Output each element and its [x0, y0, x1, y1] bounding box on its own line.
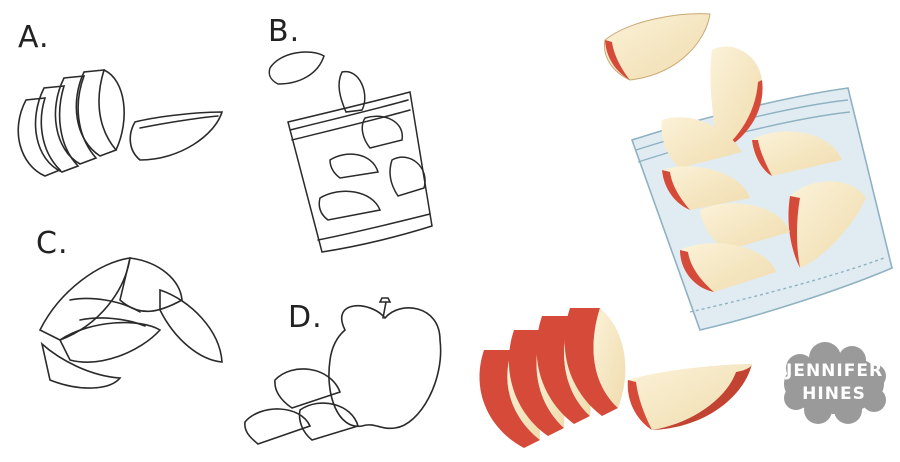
color-slice-single — [627, 364, 752, 430]
sketch-b-bag — [268, 51, 433, 253]
sketch-c-label: C. — [36, 226, 69, 261]
color-slices-in-bag — [661, 46, 866, 292]
sketch-a-slices — [17, 69, 224, 177]
watermark-cloud-badge — [784, 342, 886, 424]
watermark-line-1: JENNIFER — [786, 361, 884, 381]
color-slices-stacked — [479, 308, 626, 448]
sketch-b-label: B. — [268, 14, 301, 49]
watermark-line-2: HINES — [802, 384, 866, 404]
color-slice-floating-top — [603, 13, 711, 81]
sketch-a-label: A. — [18, 20, 50, 55]
sketch-d-label: D. — [288, 300, 323, 335]
sketch-d-apple — [244, 297, 442, 445]
sketch-c-wedges — [38, 257, 223, 389]
